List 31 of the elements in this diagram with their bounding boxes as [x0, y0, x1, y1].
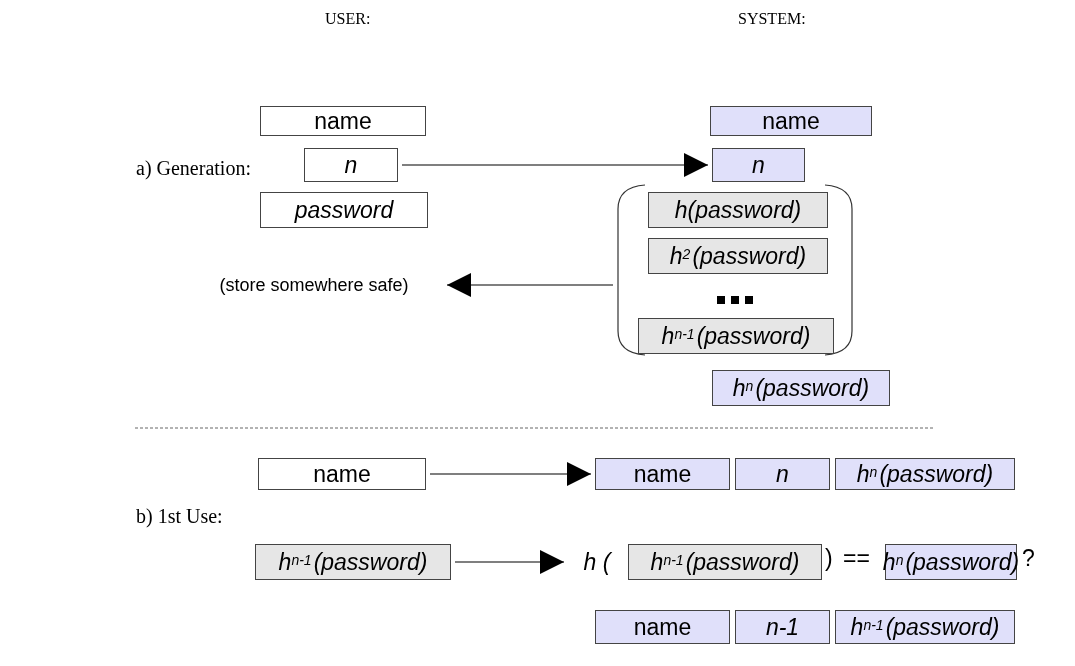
section-label: b) 1st Use:	[136, 505, 223, 528]
column-heading: USER:	[325, 10, 371, 28]
section-label: a) Generation:	[136, 157, 251, 180]
formula-text: h (	[568, 544, 626, 580]
stored-field: h$^{n}$(password)	[835, 458, 1015, 490]
stored-field: name	[595, 458, 730, 490]
stored-field: h$^{n}$(password)	[712, 370, 890, 406]
operator-text: ?	[1022, 545, 1035, 572]
arrow	[446, 273, 614, 297]
record-field: password	[260, 192, 428, 228]
operator-text: )	[825, 545, 833, 572]
record-field: name	[260, 106, 426, 136]
hash-value-field: h$^{2}$(password)	[648, 238, 828, 274]
arrow	[454, 550, 565, 574]
hash-value-field: h$^{n-1}$(password)	[638, 318, 834, 354]
operator-text: ==	[843, 545, 870, 572]
arrow	[429, 462, 592, 486]
stored-field: name	[595, 610, 730, 644]
stored-field: n	[712, 148, 805, 182]
stored-field: h$^{n-1}$(password)	[835, 610, 1015, 644]
hash-value-field: h(password)	[648, 192, 828, 228]
hash-value-field: h$^{n-1}$(password)	[255, 544, 451, 580]
record-field: name	[258, 458, 426, 490]
stored-field: n	[735, 458, 830, 490]
stored-field: name	[710, 106, 872, 136]
column-heading: SYSTEM:	[738, 10, 806, 28]
hash-value-field: h$^{n-1}$(password)	[628, 544, 822, 580]
arrow	[401, 153, 709, 177]
note-text: (store somewhere safe)	[185, 270, 443, 300]
record-field: n	[304, 148, 398, 182]
stored-field: n-1	[735, 610, 830, 644]
